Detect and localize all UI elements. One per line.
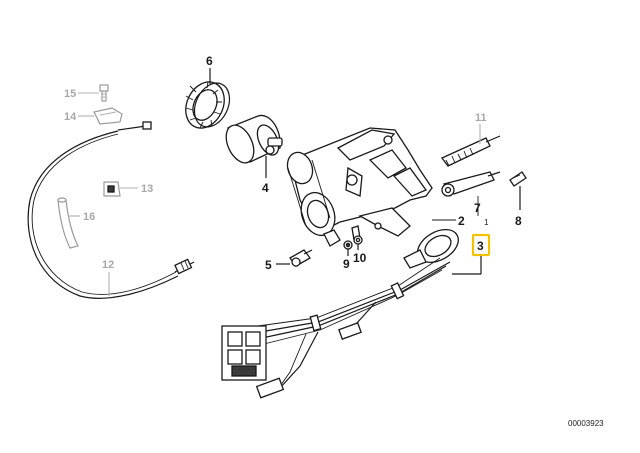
part-1-steering-lock-housing[interactable] — [283, 127, 433, 247]
highlight-box-3 — [471, 233, 491, 257]
part-7-lever[interactable] — [441, 171, 501, 197]
part-16-hose[interactable] — [57, 197, 79, 249]
callout-15[interactable]: 15 — [64, 88, 76, 100]
part-12-cable[interactable] — [27, 121, 195, 299]
callout-6[interactable]: 6 — [206, 54, 213, 68]
part-6-bearing[interactable] — [179, 76, 237, 135]
callout-7[interactable]: 7 — [474, 201, 481, 215]
callout-11[interactable]: 11 — [475, 112, 487, 124]
callout-13[interactable]: 13 — [141, 183, 153, 195]
callout-14[interactable]: 14 — [64, 111, 77, 123]
part-14-clip[interactable] — [93, 107, 123, 125]
callout-9[interactable]: 9 — [343, 257, 350, 271]
part-15-screw[interactable] — [99, 84, 109, 102]
callout-3[interactable]: 3 — [477, 239, 484, 253]
callout-5[interactable]: 5 — [265, 258, 272, 272]
part-13-clip[interactable] — [103, 181, 121, 197]
callout-16[interactable]: 16 — [83, 211, 95, 223]
part-8-screw[interactable] — [509, 171, 527, 187]
part-9-nut[interactable] — [343, 240, 353, 250]
part-11-pin[interactable] — [440, 135, 501, 167]
callout-2[interactable]: 2 — [458, 214, 465, 228]
part-10-washer[interactable] — [353, 235, 363, 245]
part-3-ignition-switch[interactable] — [221, 223, 464, 399]
diagram-code: 00003923 — [568, 419, 604, 428]
part-5-screw[interactable] — [289, 249, 313, 267]
callout-8[interactable]: 8 — [515, 214, 522, 228]
callout-4[interactable]: 4 — [262, 181, 269, 195]
part-4-lock-cylinder[interactable] — [221, 114, 283, 167]
callout-10[interactable]: 10 — [353, 251, 367, 265]
callout-12[interactable]: 12 — [102, 259, 114, 271]
callout-1[interactable]: 1 — [484, 218, 489, 227]
